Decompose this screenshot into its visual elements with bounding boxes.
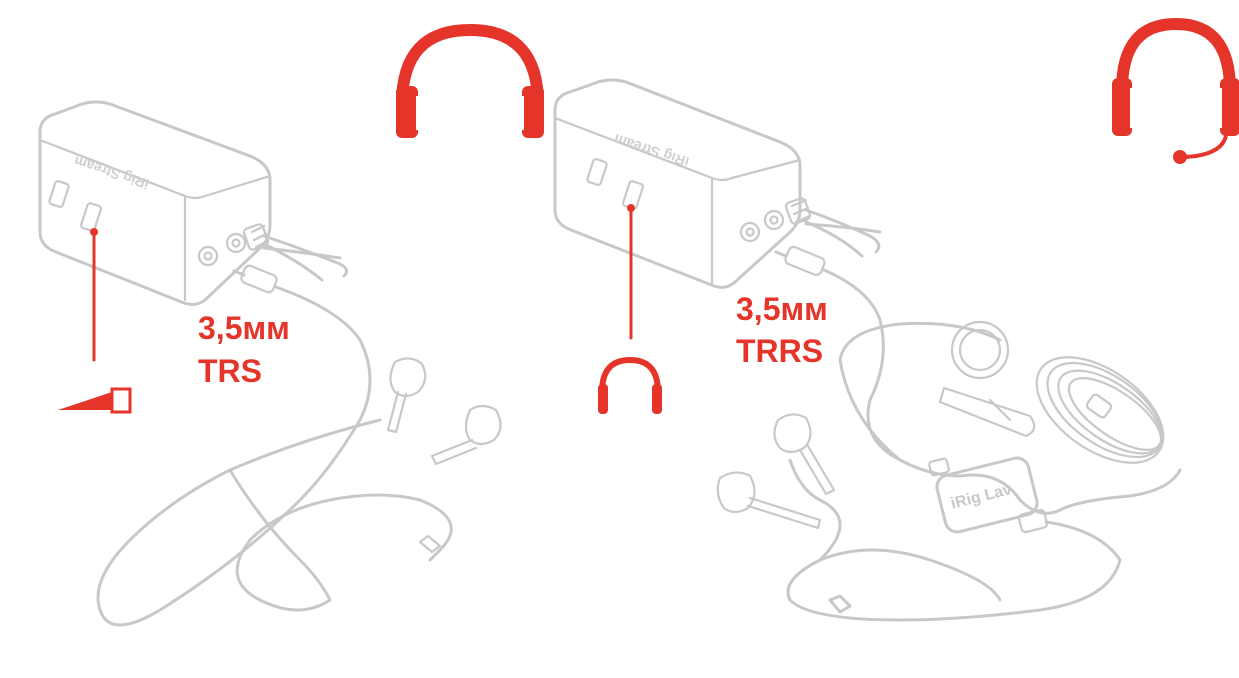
left-device-logo-text: iRig Stream — [72, 153, 151, 192]
right-connector-type-label: TRRS — [736, 333, 823, 369]
small-headphones-icon — [598, 360, 662, 414]
headset-with-mic-icon — [1112, 24, 1239, 164]
left-connector-type-label: TRS — [198, 353, 262, 389]
right-connector-size-label: 3,5мм — [736, 291, 828, 327]
right-headphone-output-indicator — [598, 204, 662, 414]
irig-lav-logo-text: iRig Lav — [949, 481, 1014, 513]
left-trs-cable — [98, 264, 501, 625]
irig-lav-box: iRig Lav — [929, 455, 1048, 534]
volume-ramp-icon — [58, 392, 112, 410]
left-irig-stream-device: iRig Stream — [40, 102, 347, 304]
right-setup: iRig Stream iRig Lav — [555, 24, 1239, 620]
left-connector-size-label: 3,5мм — [198, 310, 290, 346]
right-irig-stream-device: iRig Stream — [555, 80, 880, 287]
left-headphones-icon — [396, 30, 544, 138]
left-setup: iRig Stream — [40, 30, 544, 625]
right-device-logo-text: iRig Stream — [612, 131, 691, 170]
